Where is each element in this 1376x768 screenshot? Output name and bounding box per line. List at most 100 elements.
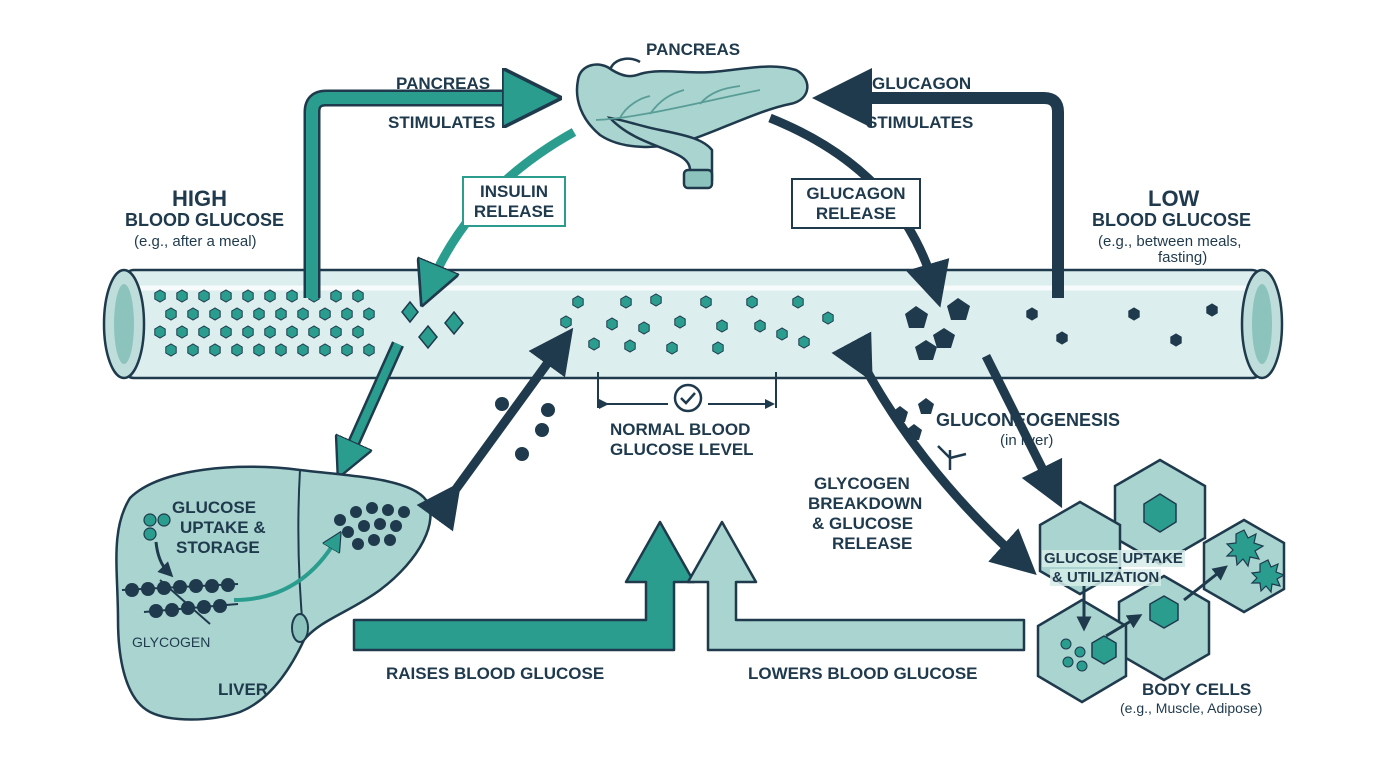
low-subtitle: BLOOD GLUCOSE	[1092, 210, 1252, 230]
glucose-molecule	[712, 341, 724, 355]
glucose-molecule	[165, 307, 177, 321]
glucagon-release-line2: RELEASE	[815, 203, 897, 223]
vessel-to-cells-arrow	[981, 353, 1063, 509]
glucose-molecule	[220, 289, 232, 303]
raises-glucose-label: RAISES BLOOD GLUCOSE	[386, 664, 605, 683]
glucose-molecule	[209, 343, 221, 357]
glucose-molecule	[187, 307, 199, 321]
gluconeogenesis-title: GLUCONEOGENESIS	[936, 410, 1121, 430]
low-note-line2: fasting)	[1158, 249, 1208, 266]
body-cells-label: BODY CELLS	[1142, 680, 1252, 699]
glucose-molecule	[1026, 307, 1038, 321]
glucose-molecule	[822, 311, 834, 325]
glucose-molecule	[352, 289, 364, 303]
glucose-molecule	[242, 289, 254, 303]
high-note: (e.g., after a meal)	[134, 233, 257, 250]
blood-vessel	[102, 268, 1284, 380]
glucose-molecule	[650, 293, 662, 307]
glucose-molecule	[264, 289, 276, 303]
glycogen-breakdown-line2: BREAKDOWN	[808, 494, 923, 513]
low-note-line1: (e.g., between meals,	[1098, 233, 1242, 250]
checkmark-icon	[673, 383, 703, 413]
glucose-molecule	[674, 315, 686, 329]
glucose-molecule	[176, 325, 188, 339]
glucose-molecule	[253, 307, 265, 321]
glucose-molecule	[363, 307, 375, 321]
glycogen-breakdown-line3: & GLUCOSE	[812, 514, 914, 533]
glucose-molecule	[776, 327, 788, 341]
cells-uptake-line2: & UTILIZATION	[1050, 569, 1162, 587]
glucose-molecule	[606, 317, 618, 331]
glucose-molecule	[286, 325, 298, 339]
glucose-molecule	[154, 325, 166, 339]
glucose-molecule	[264, 325, 276, 339]
raises-glucose-arrow	[352, 520, 696, 652]
liver-vessel-double-arrow	[416, 327, 574, 532]
glucose-molecule	[198, 289, 210, 303]
normal-range-marker	[597, 372, 777, 413]
pancreas-stimulates-label-2: STIMULATES	[388, 113, 496, 132]
pancreas-illustration	[575, 57, 809, 190]
high-subtitle: BLOOD GLUCOSE	[125, 210, 285, 230]
glucose-molecule	[231, 307, 243, 321]
vessel-cells-double-arrow	[831, 331, 1037, 576]
glucose-molecule	[231, 343, 243, 357]
glucose-molecule	[319, 343, 331, 357]
glucose-molecule	[176, 289, 188, 303]
gluconeogenesis-note: (in liver)	[1000, 432, 1054, 449]
liver-uptake-line1: GLUCOSE	[172, 498, 257, 517]
glucose-molecule	[716, 319, 728, 333]
glucose-molecule	[330, 325, 342, 339]
cells-uptake-line1: GLUCOSE UPTAKE	[1042, 550, 1185, 568]
glucose-molecule	[209, 307, 221, 321]
glucagon-stimulates-label-2: STIMULATES	[866, 113, 974, 132]
glucose-molecule	[624, 339, 636, 353]
pancreas-stimulates-label-1: PANCREAS	[396, 74, 491, 93]
glucose-molecule	[242, 325, 254, 339]
glucose-molecule	[1128, 307, 1140, 321]
glucose-molecule	[754, 319, 766, 333]
pancreas-label: PANCREAS	[646, 40, 741, 59]
glucagon-release-box: GLUCAGON RELEASE	[791, 178, 921, 230]
glucose-molecule	[341, 343, 353, 357]
glucose-molecule	[363, 343, 375, 357]
glucose-molecule	[792, 295, 804, 309]
glucose-molecule	[154, 289, 166, 303]
glucose-molecule	[588, 337, 600, 351]
glycogen-breakdown-line1: GLYCOGEN	[814, 474, 910, 493]
released-glucose-left	[495, 397, 555, 461]
glucose-molecule	[341, 307, 353, 321]
glucose-molecule	[165, 343, 177, 357]
blood-glucose-molecules	[154, 289, 1218, 357]
branch-icon	[937, 445, 967, 470]
glucose-molecule	[198, 325, 210, 339]
glucose-molecule	[297, 307, 309, 321]
glucose-molecule	[220, 325, 232, 339]
liver-illustration	[115, 465, 432, 721]
glucose-molecule	[330, 289, 342, 303]
glucose-molecule	[700, 295, 712, 309]
glucose-molecule	[666, 341, 678, 355]
glucagon-stimulates-arrow	[812, 68, 1064, 298]
glucose-molecule	[253, 343, 265, 357]
glucose-molecule	[572, 295, 584, 309]
insulin-release-box: INSULIN RELEASE	[462, 176, 566, 228]
glucose-molecule	[352, 325, 364, 339]
glucose-molecule	[275, 343, 287, 357]
lowers-glucose-label: LOWERS BLOOD GLUCOSE	[748, 664, 978, 683]
body-cells-note: (e.g., Muscle, Adipose)	[1120, 700, 1263, 716]
glucose-molecule	[798, 335, 810, 349]
liver-uptake-line2: UPTAKE &	[180, 518, 266, 537]
normal-level-line2: GLUCOSE LEVEL	[610, 440, 754, 459]
glucose-molecule	[275, 307, 287, 321]
glucose-molecule	[1056, 331, 1068, 345]
released-glucose-right	[892, 398, 934, 440]
glucagon-stimulates-label-1: GLUCAGON	[872, 74, 972, 93]
glucose-molecule	[308, 325, 320, 339]
glucagon-release-line1: GLUCAGON	[806, 184, 906, 203]
glucose-molecule	[297, 343, 309, 357]
glucose-molecule	[1206, 303, 1218, 317]
glucose-molecule	[620, 295, 632, 309]
glucose-molecule	[286, 289, 298, 303]
